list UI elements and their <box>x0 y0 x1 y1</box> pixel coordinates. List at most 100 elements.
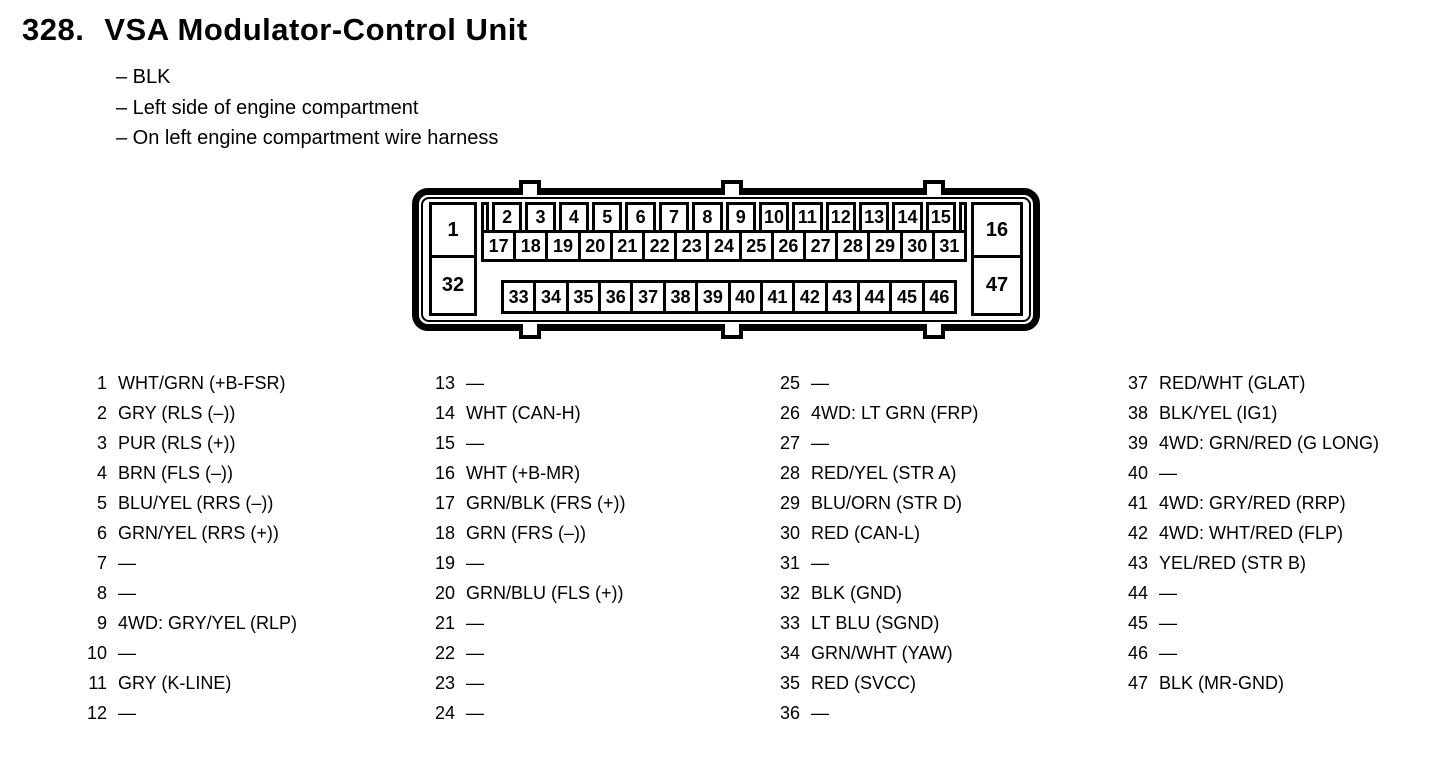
pin-label: BLU/ORN (STR D) <box>811 492 963 513</box>
pin-row-23: 23— <box>425 668 765 698</box>
pin-label: RED/WHT (GLAT) <box>1159 372 1306 393</box>
connector-pin-9: 9 <box>725 202 756 233</box>
connector-pin-27: 27 <box>803 230 839 262</box>
pin-number: 34 <box>779 642 800 663</box>
pin-label: — <box>118 702 136 723</box>
pin-row-12: 12— <box>77 698 417 728</box>
section-number: 328. <box>22 12 85 47</box>
pin-row-25: 25— <box>770 368 1110 398</box>
connector-left-column: 1 32 <box>429 202 477 316</box>
pin-number: 45 <box>1127 612 1148 633</box>
pin-number: 39 <box>1127 432 1148 453</box>
connector-pin-39: 39 <box>695 283 728 311</box>
pin-number: 21 <box>434 612 455 633</box>
pin-label: GRN/WHT (YAW) <box>811 642 953 663</box>
page-title: 328. VSA Modulator-Control Unit <box>22 12 528 48</box>
pin-row-27: 27— <box>770 428 1110 458</box>
connector-right-column: 16 47 <box>971 202 1023 316</box>
pin-number: 35 <box>779 672 800 693</box>
connector-pin-38: 38 <box>662 283 696 311</box>
connector-pin-18: 18 <box>513 230 549 262</box>
pin-label: LT BLU (SGND) <box>811 612 940 633</box>
pin-number: 4 <box>96 462 107 483</box>
pin-number: 24 <box>434 702 455 723</box>
connector-pin-43: 43 <box>824 283 857 311</box>
pin-row-15: 15 — <box>425 428 765 458</box>
connector-tab <box>519 324 541 339</box>
connector-pin-4: 4 <box>558 202 590 233</box>
pin-number: 28 <box>779 462 800 483</box>
pin-number: 18 <box>434 522 455 543</box>
pin-row-14: 14 WHT (CAN-H) <box>425 398 765 428</box>
pin-label: — <box>466 552 484 573</box>
pin-label: BLK (MR-GND) <box>1159 672 1284 693</box>
connector-pin-26: 26 <box>770 230 807 262</box>
pin-label: 4WD: GRY/YEL (RLP) <box>118 612 298 633</box>
pin-label: — <box>1159 612 1177 633</box>
pin-number: 3 <box>96 432 107 453</box>
connector-tab <box>721 324 743 339</box>
pin-label: GRN/BLK (FRS (+)) <box>466 492 626 513</box>
pin-label: WHT (CAN-H) <box>466 402 581 423</box>
pin-row-24: 24— <box>425 698 765 728</box>
connector-pin-46: 46 <box>921 283 955 311</box>
pin-label: 4WD: GRN/RED (G LONG) <box>1159 432 1380 453</box>
connector-pin-45: 45 <box>889 283 922 311</box>
connector-pin-24: 24 <box>706 230 742 262</box>
connector-pin-5: 5 <box>592 202 623 233</box>
connector-pin-16: 16 <box>971 202 1023 258</box>
pin-label: — <box>118 582 136 603</box>
pin-row-7: 7— <box>77 548 417 578</box>
pin-number: 14 <box>434 402 455 423</box>
connector-tab <box>519 180 541 195</box>
pin-number: 33 <box>779 612 800 633</box>
connector-pin-47: 47 <box>971 255 1023 316</box>
connector-pin-7: 7 <box>658 202 690 233</box>
pin-number: 31 <box>779 552 800 573</box>
pin-label: BLU/YEL (RRS (–)) <box>118 492 274 513</box>
connector-pin-42: 42 <box>792 283 825 311</box>
pin-number: 26 <box>779 402 800 423</box>
pin-number: 16 <box>434 462 455 483</box>
connector-pin-14: 14 <box>892 202 923 233</box>
connector-pin-36: 36 <box>598 283 631 311</box>
pin-number: 37 <box>1127 372 1148 393</box>
note-line: – BLK <box>116 66 171 88</box>
pin-number: 23 <box>434 672 455 693</box>
connector-pin-20: 20 <box>577 230 613 262</box>
connector-pin-34: 34 <box>533 283 566 311</box>
pin-number: 15 <box>434 432 455 453</box>
connector-pin-32: 32 <box>429 255 477 316</box>
pin-label: — <box>466 432 484 453</box>
pin-row-22: 22— <box>425 638 765 668</box>
pin-number: 1 <box>96 372 107 393</box>
pin-number: 38 <box>1127 402 1148 423</box>
connector-blank-slot <box>481 202 489 233</box>
connector-pin-8: 8 <box>692 202 723 233</box>
pin-row-13: 13— <box>425 368 765 398</box>
pin-row-19: 19— <box>425 548 765 578</box>
connector-pin-25: 25 <box>738 230 774 262</box>
pin-label: BLK (GND) <box>811 582 903 603</box>
pin-row-10: 10— <box>77 638 417 668</box>
connector-pin-3: 3 <box>525 202 556 233</box>
connector-pin-37: 37 <box>630 283 663 311</box>
connector-pin-13: 13 <box>858 202 890 233</box>
pin-label: — <box>1159 642 1177 663</box>
pin-label: GRN/YEL (RRS (+)) <box>118 522 279 543</box>
section-title: VSA Modulator-Control Unit <box>104 12 528 47</box>
